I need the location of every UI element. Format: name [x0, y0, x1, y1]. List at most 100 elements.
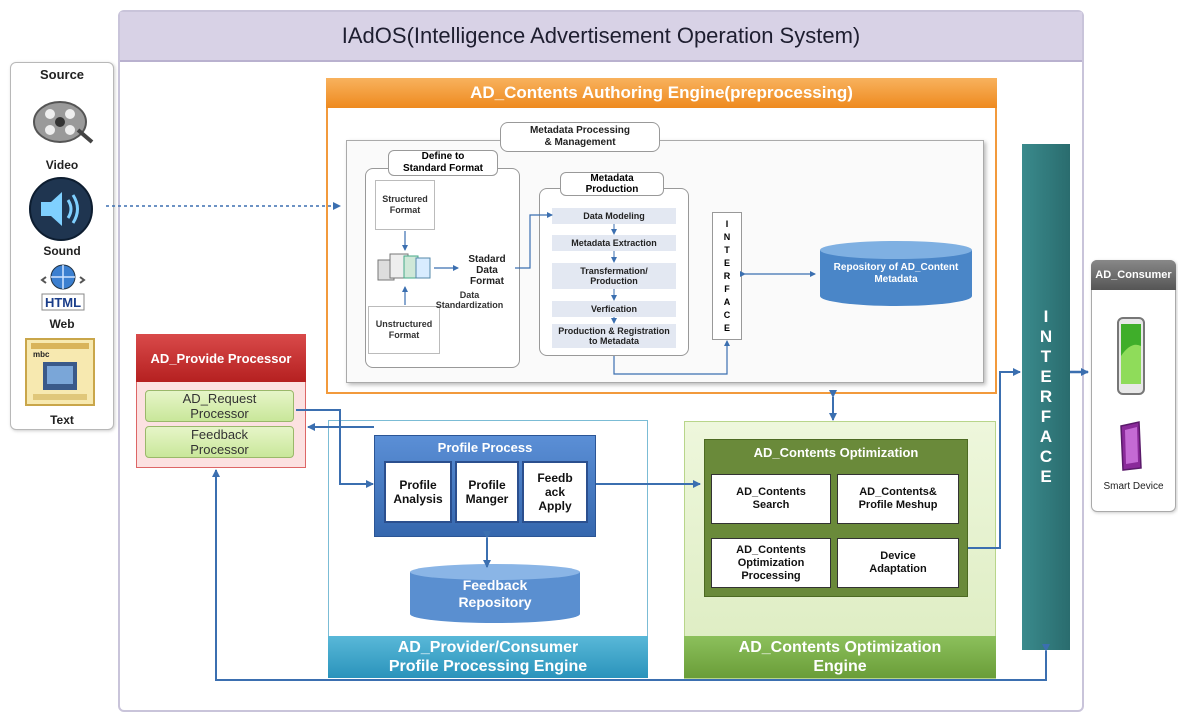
mbc-logo-text: mbc — [33, 350, 50, 359]
interface-letter: I — [1043, 307, 1049, 326]
doc-line: Format — [389, 205, 421, 215]
metadata-interface: I N T E R F A C E — [712, 212, 742, 340]
label-line: Format — [470, 275, 504, 287]
header-line: Metadata — [590, 173, 634, 184]
label-line: AD_Contents — [736, 486, 806, 498]
interface-letter: N — [1039, 327, 1053, 346]
define-format-header: Define to Standard Format — [388, 150, 498, 176]
interface-letter: E — [1040, 467, 1052, 486]
data-standardization-label: Data Standardization — [436, 288, 504, 312]
header-line: Production — [585, 184, 639, 195]
interface-letter: A — [1039, 427, 1053, 446]
interface-letter: A — [723, 296, 731, 307]
step-label: Verfication — [590, 304, 637, 314]
label-line: Data — [476, 264, 498, 276]
step-label: Transfermation/ — [580, 266, 648, 276]
profile-meshup: AD_Contents& Profile Meshup — [837, 474, 959, 524]
optimization-title: AD_Contents Optimization — [753, 444, 919, 460]
html-badge: HTML — [45, 295, 81, 310]
label-line: AD_Request — [182, 391, 257, 406]
optimization-processing: AD_Contents Optimization Processing — [711, 538, 831, 588]
repo-line: Feedback — [462, 577, 528, 593]
feedback-processor: Feedback Processor — [145, 426, 294, 458]
source-title: Source — [39, 66, 85, 82]
label-line: Profile Meshup — [858, 499, 938, 511]
header-line: Metadata Processing — [529, 125, 631, 136]
label-line: Analysis — [393, 492, 443, 506]
step-verification: Verfication — [552, 301, 676, 317]
interface-letter: F — [724, 283, 730, 294]
step-label: Production & Registration — [558, 326, 670, 336]
feedback-repository: Feedback Repository — [408, 568, 582, 620]
main-interface: I N T E R F A C E — [1022, 144, 1070, 650]
profile-analysis: Profile Analysis — [384, 461, 452, 523]
title-line: Engine — [813, 658, 867, 675]
source-item-label: Text — [50, 413, 74, 427]
label-line: Adaptation — [869, 563, 927, 575]
structured-format-doc: Structured Format — [375, 180, 435, 230]
document-icon: mbc — [25, 338, 95, 406]
speaker-icon — [29, 177, 93, 241]
step-label: Metadata Extraction — [571, 238, 657, 248]
interface-letter: E — [723, 322, 730, 333]
label-line: Device — [880, 550, 916, 562]
label-line: Profile — [468, 478, 506, 492]
label-line: Feedback — [190, 427, 249, 442]
metadata-repository: Repository of AD_Content Metadata — [818, 248, 974, 300]
interface-letter: N — [723, 231, 731, 242]
step-metadata-extraction: Metadata Extraction — [552, 235, 676, 251]
label-line: Search — [752, 499, 790, 511]
device-adaptation: Device Adaptation — [837, 538, 959, 588]
step-label: to Metadata — [588, 336, 639, 346]
interface-letter: C — [1039, 447, 1053, 466]
html-globe-icon: HTML — [40, 264, 86, 311]
step-data-modeling: Data Modeling — [552, 208, 676, 224]
source-item-label: Video — [45, 158, 79, 172]
label-line: Optimization — [737, 556, 805, 569]
consumer-title: AD_Consumer — [1091, 260, 1176, 290]
interface-letter: R — [723, 270, 731, 281]
feedback-apply: Feedb ack Apply — [522, 461, 588, 523]
metadata-production-header: Metadata Production — [560, 172, 664, 196]
smart-device-label: Smart Device — [1103, 480, 1164, 492]
label-line: Processing — [741, 569, 801, 582]
step-label: Production — [590, 276, 638, 286]
tablet-icon — [1120, 421, 1142, 471]
profile-manager: Profile Manger — [455, 461, 519, 523]
header-line: Define to — [421, 151, 465, 162]
database-cylinder-icon — [820, 241, 972, 306]
interface-letter: I — [725, 218, 729, 229]
authoring-engine-title: AD_Contents Authoring Engine(preprocessi… — [326, 78, 997, 108]
label-line: Processor — [190, 442, 249, 457]
label-line: AD_Contents& — [859, 486, 937, 498]
unstructured-format-doc: Unstructured Format — [368, 306, 440, 354]
title-line: AD_Provider/Consumer — [397, 639, 579, 656]
label-line: Apply — [538, 499, 572, 513]
label-line: AD_Contents — [736, 543, 806, 556]
interface-letter: F — [1040, 407, 1052, 426]
step-registration: Production & Registration to Metadata — [552, 324, 676, 348]
provide-processor-title: AD_Provide Processor — [136, 334, 306, 382]
step-transformation: Transfermation/ Production — [552, 263, 676, 289]
label-line: Stadard — [468, 253, 506, 265]
doc-line: Unstructured — [375, 319, 433, 329]
label-line: Feedb — [537, 471, 573, 485]
profile-engine-title: AD_Provider/Consumer Profile Processing … — [328, 636, 648, 678]
interface-letter: E — [723, 257, 730, 268]
system-title: IAdOS(Intelligence Advertisement Operati… — [120, 12, 1082, 62]
title-line: AD_Contents Optimization — [738, 639, 942, 656]
documents-stack-icon — [377, 253, 431, 281]
contents-search: AD_Contents Search — [711, 474, 831, 524]
title-line: Profile Processing Engine — [388, 658, 588, 675]
label-line: ack — [544, 485, 566, 499]
profile-process-title: Profile Process — [437, 439, 533, 455]
header-line: & Management — [544, 137, 616, 148]
interface-letter: T — [1040, 347, 1052, 366]
standard-data-format: Stadard Data Format — [459, 252, 515, 288]
source-item-label: Sound — [43, 244, 81, 258]
repo-line: Metadata — [874, 274, 918, 285]
doc-line: Structured — [382, 194, 428, 204]
optimization-engine-title: AD_Contents Optimization Engine — [684, 636, 996, 678]
interface-letter: R — [1039, 387, 1053, 406]
request-processor: AD_Request Processor — [145, 390, 294, 422]
